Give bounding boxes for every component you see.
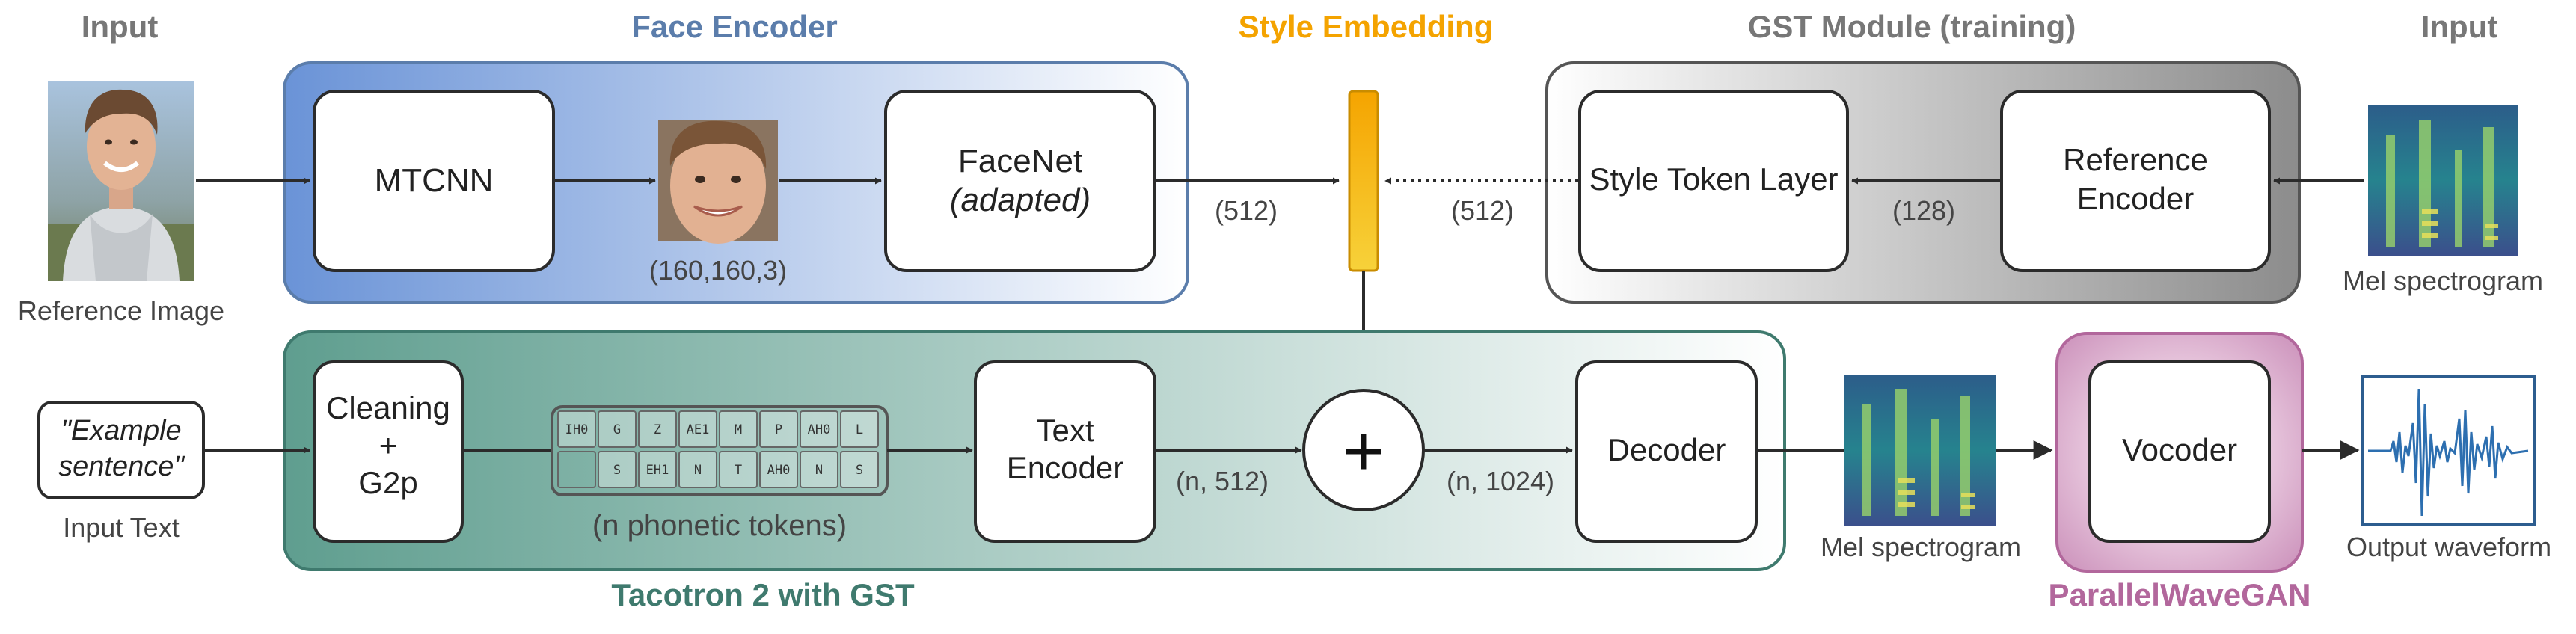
phonetic-token: Z (654, 422, 661, 437)
gst-module-header: GST Module (training) (1748, 9, 2076, 44)
facenet-label: FaceNet (958, 143, 1082, 179)
reference-encoder-label-2: Encoder (2077, 181, 2194, 216)
tokens-caption: (n phonetic tokens) (592, 509, 847, 542)
gst-dim-label: (512) (1451, 195, 1514, 226)
phonetic-token-cell (800, 410, 838, 448)
vocoder-box (2088, 360, 2271, 543)
face-encoder-header: Face Encoder (631, 9, 837, 44)
input-left-header: Input (82, 9, 159, 44)
vocoder-group-label: ParallelWaveGAN (2049, 577, 2311, 612)
phonetic-token: AH0 (767, 463, 791, 478)
phonetic-token-cell (719, 451, 758, 488)
reference-encoder-box (2000, 90, 2271, 272)
decoder-label: Decoder (1607, 432, 1726, 467)
phonetic-token-cell (638, 410, 677, 448)
reference-image-caption: Reference Image (18, 295, 224, 326)
tacotron-title: Tacotron 2 with GST (611, 577, 915, 612)
reference-image (48, 81, 194, 281)
cleaning-label-2: + (379, 428, 398, 463)
mtcnn-label: MTCNN (375, 162, 494, 199)
phonetic-token-cell (678, 451, 717, 488)
phonetic-token: IH0 (565, 422, 589, 437)
phonetic-token-cell (638, 451, 677, 488)
phonetic-token-cell (598, 410, 637, 448)
style-token-layer-box (1578, 90, 1849, 272)
phonetic-token: AH0 (808, 422, 831, 437)
facenet-box (884, 90, 1156, 272)
input-mel-spectrogram (2368, 105, 2518, 256)
cleaning-label-1: Cleaning (326, 390, 450, 425)
phonetic-token: M (735, 422, 742, 437)
phonetic-token-cell (800, 451, 838, 488)
phonetic-token-cell (840, 410, 879, 448)
phonetic-token-cell (598, 451, 637, 488)
output-waveform-trace (2368, 388, 2529, 517)
face-dim-label: (512) (1215, 195, 1278, 226)
style-embedding-bar (1348, 90, 1379, 272)
input-text-line1: "Example (61, 415, 181, 446)
text-encoder-label-1: Text (1036, 413, 1094, 448)
vocoder-label: Vocoder (2122, 432, 2237, 467)
sum-plus-sign: + (1343, 411, 1384, 491)
phonetic-token: T (735, 463, 742, 478)
phonetic-token-cell (759, 451, 798, 488)
reference-encoder-label-1: Reference (2063, 142, 2208, 177)
phonetic-token: N (815, 463, 823, 478)
phonetic-token: P (775, 422, 782, 437)
input-text-line2: sentence" (58, 451, 185, 482)
phonetic-token: G (613, 422, 621, 437)
input-mel-caption: Mel spectrogram (2343, 265, 2543, 296)
output-mel-spectrogram (1844, 375, 1996, 526)
phonetic-token-cell (840, 451, 879, 488)
sum-dim-label: (n, 1024) (1447, 466, 1554, 496)
crop-shape-label: (160,160,3) (649, 255, 787, 286)
phonetic-token-cell (557, 451, 596, 488)
input-text-caption: Input Text (63, 512, 179, 543)
style-embedding-header: Style Embedding (1239, 9, 1494, 44)
phonetic-token-cell (719, 410, 758, 448)
cleaning-label-3: G2p (358, 465, 417, 500)
text-encoder-dim-label: (n, 512) (1176, 466, 1269, 496)
phonetic-token: EH1 (646, 463, 669, 478)
phonetic-token-cell (678, 410, 717, 448)
input-right-header: Input (2421, 9, 2498, 44)
phonetic-token: AE1 (687, 422, 710, 437)
text-encoder-label-2: Encoder (1007, 450, 1123, 485)
facenet-note: (adapted) (950, 182, 1091, 218)
output-mel-caption: Mel spectrogram (1821, 532, 2021, 562)
phonetic-token-cell (759, 410, 798, 448)
phonetic-token: S (613, 463, 621, 478)
style-token-layer-label: Style Token Layer (1589, 161, 1838, 197)
output-waveform-caption: Output waveform (2346, 532, 2551, 562)
phonetic-token: S (856, 463, 863, 478)
phonetic-token: L (856, 422, 863, 437)
face-crop-image (658, 120, 778, 244)
refenc-dim-label: (128) (1892, 195, 1955, 226)
phonetic-token-cell (557, 410, 596, 448)
phonetic-token: N (694, 463, 702, 478)
